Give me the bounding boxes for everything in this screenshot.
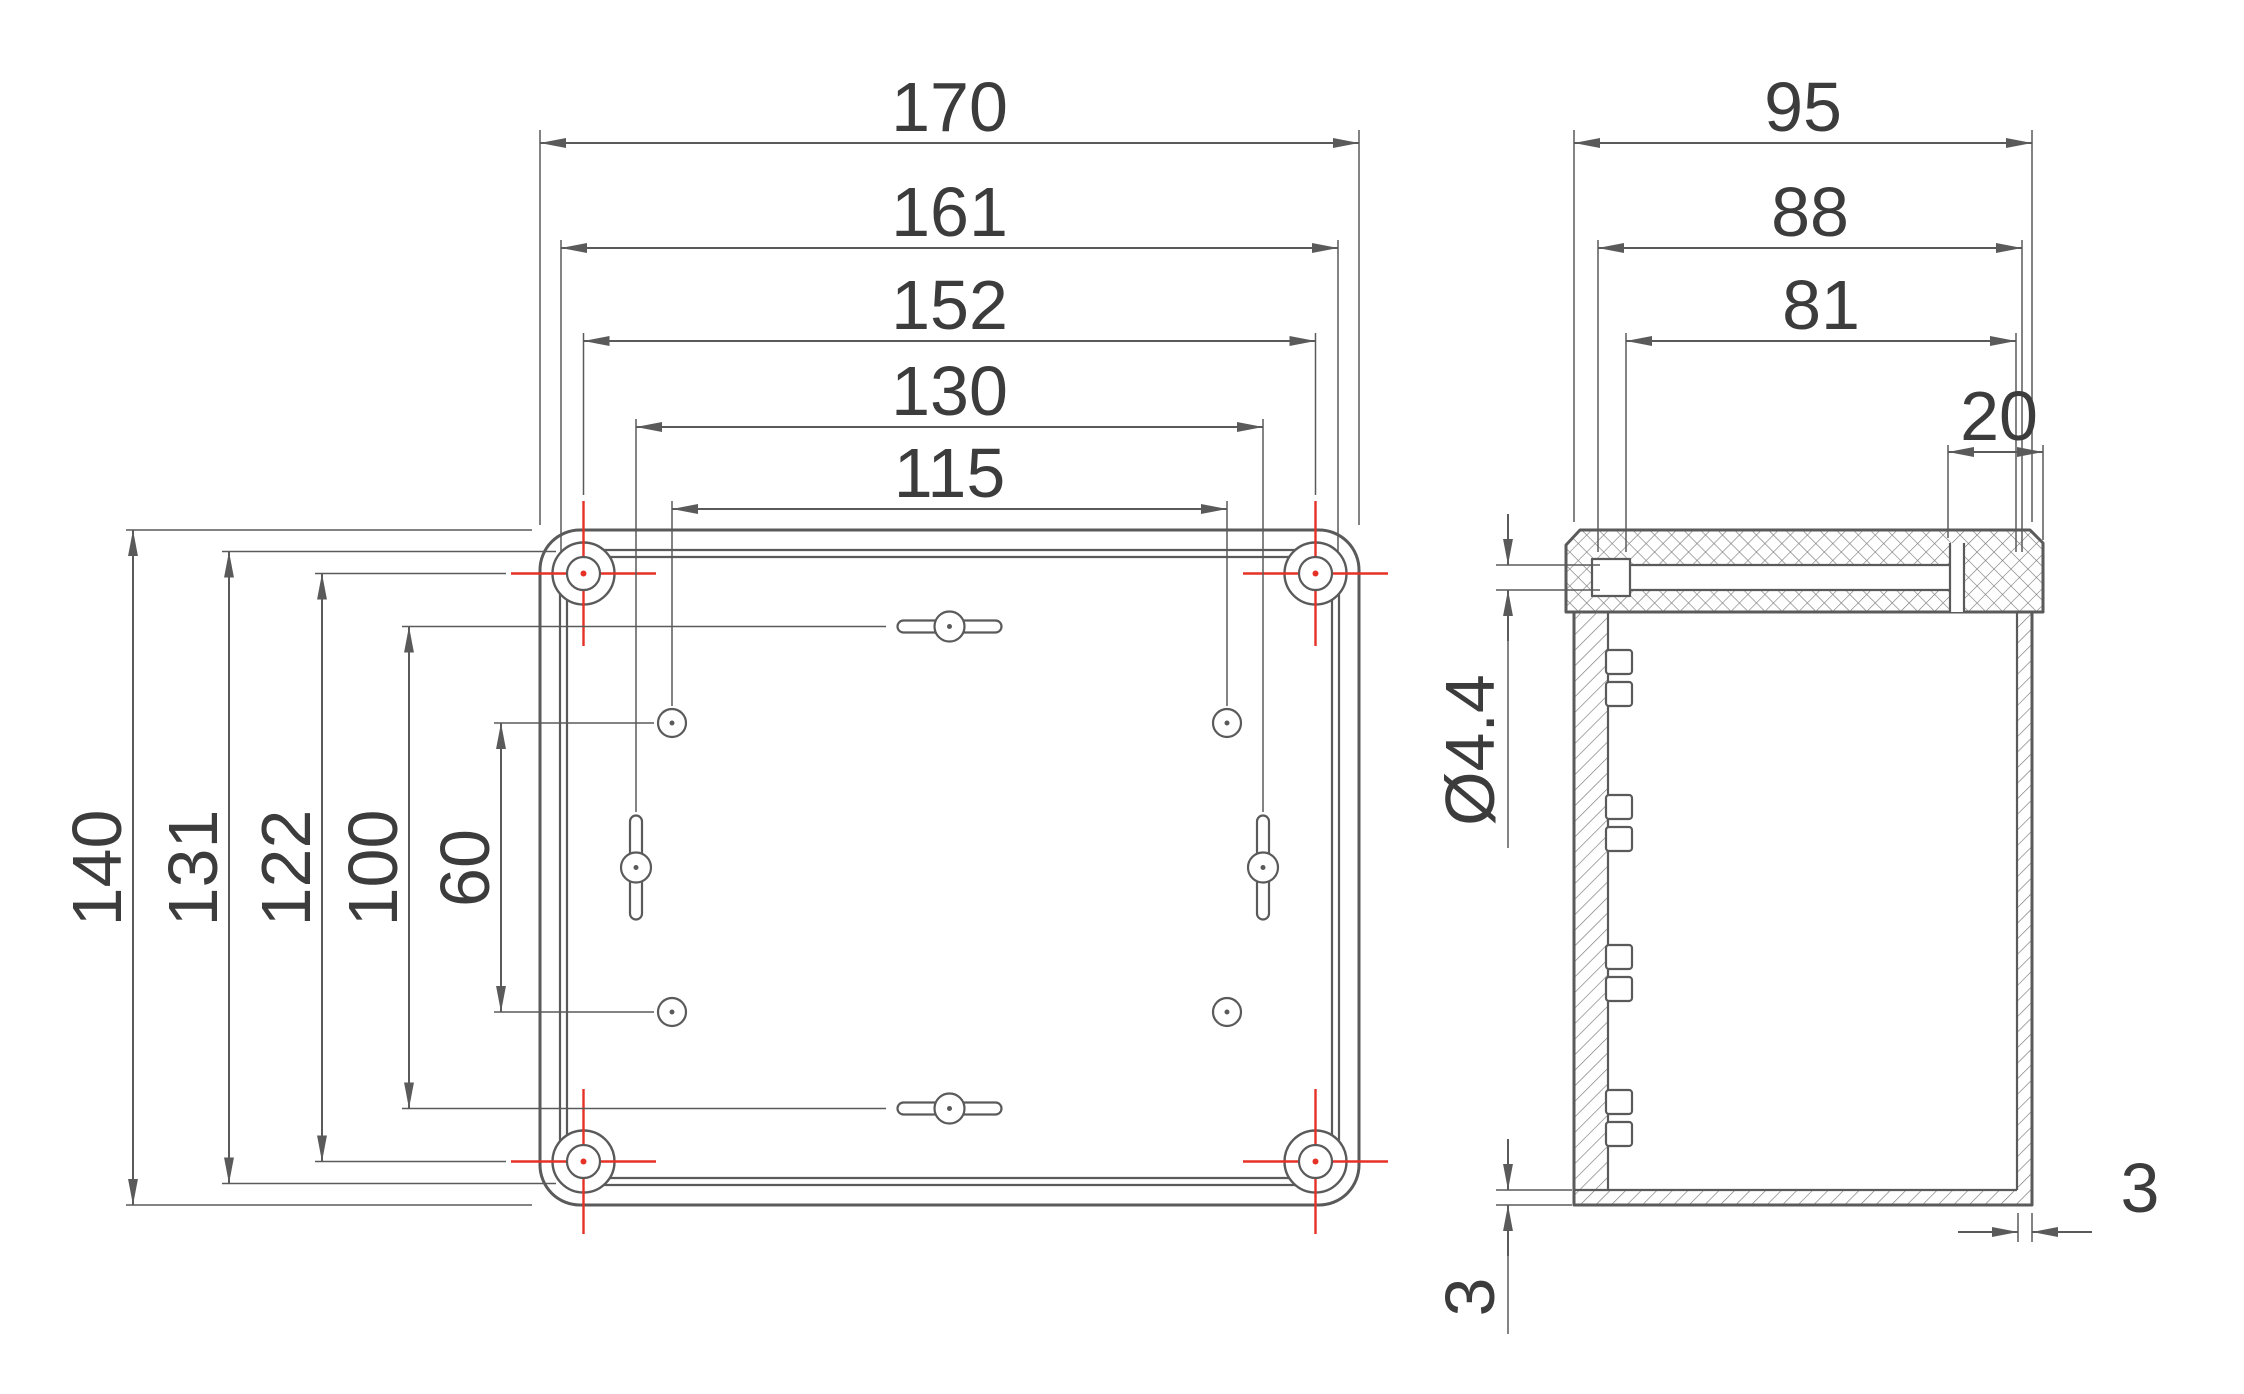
- dimension-60: 60: [426, 722, 654, 1013]
- corner-screw-bottom-right: [1243, 1089, 1388, 1234]
- dim-label-115: 115: [894, 434, 1006, 512]
- mounting-clips: [1604, 648, 1634, 1148]
- pilot-hole-bottom-left: [656, 996, 688, 1028]
- extension-lines: [1496, 1189, 1572, 1206]
- dimension-81: 81: [1625, 266, 2017, 552]
- clip: [1604, 1088, 1634, 1116]
- center-dot: [580, 570, 587, 577]
- pilot-hole-bottom-right: [1211, 996, 1243, 1028]
- hole-center: [633, 865, 639, 870]
- extension-lines: [1625, 333, 2017, 552]
- dim-label-100: 100: [334, 810, 412, 927]
- dim-label-122: 122: [247, 810, 325, 927]
- hole-center: [1224, 1009, 1230, 1015]
- dim-label-wall-thickness: 3: [2121, 1149, 2160, 1227]
- dimension-152: 152: [582, 266, 1317, 495]
- clip: [1604, 943, 1634, 971]
- dim-label-95: 95: [1764, 68, 1842, 146]
- extension-lines: [582, 333, 1317, 495]
- extension-lines: [2017, 1213, 2033, 1242]
- hole-center: [1260, 865, 1266, 870]
- dimension-122: 122: [247, 572, 506, 1163]
- hole-center: [947, 1106, 952, 1111]
- dimension-wall-thickness: 3: [1958, 1149, 2159, 1242]
- slot-hole-bottom-center: [896, 1092, 1003, 1125]
- extension-lines: [315, 572, 506, 1163]
- enclosure-outline: [538, 528, 1361, 1207]
- dimension-20: 20: [1947, 377, 2044, 540]
- dim-label-152: 152: [891, 266, 1008, 344]
- dimension-115: 115: [671, 434, 1228, 706]
- slot-hole-top-center: [896, 610, 1003, 643]
- extension-lines: [560, 240, 1339, 552]
- dim-label-81: 81: [1782, 266, 1860, 344]
- pilot-hole-top-right: [1211, 707, 1243, 739]
- slot-hole-mid-left: [619, 814, 653, 921]
- extension-lines: [671, 501, 1228, 706]
- dim-label-170: 170: [891, 68, 1008, 146]
- body-outline: [1572, 612, 2034, 1207]
- lid-lip-gap-lines: [1948, 543, 1966, 612]
- side-view: 95 88 81 20 Ø4.4: [1431, 68, 2159, 1334]
- corner-screw-top-left: [511, 501, 656, 646]
- clip: [1604, 975, 1634, 1003]
- hole-center: [669, 720, 675, 726]
- hole-center: [947, 624, 952, 629]
- dimension-140: 140: [58, 529, 532, 1206]
- dim-label-140: 140: [58, 810, 136, 927]
- extension-lines: [402, 625, 886, 1110]
- extension-lines: [494, 722, 654, 1013]
- dimension-hole-diameter: Ø4.4: [1431, 514, 1600, 848]
- dim-label-60: 60: [426, 829, 504, 907]
- clip: [1604, 1120, 1634, 1148]
- slot-hole-mid-right: [1246, 814, 1280, 921]
- dimension-130: 130: [635, 352, 1264, 812]
- dim-label-131: 131: [154, 810, 232, 927]
- extension-lines: [635, 419, 1264, 812]
- extension-lines: [222, 550, 556, 1185]
- dimension-base-thickness: 3: [1431, 1139, 1572, 1334]
- clip: [1604, 825, 1634, 853]
- dimension-161: 161: [560, 173, 1339, 552]
- corner-screw-bottom-left: [511, 1089, 656, 1234]
- dim-label-161: 161: [891, 173, 1008, 251]
- center-dot: [1312, 570, 1319, 577]
- extension-lines: [1597, 240, 2023, 552]
- pilot-hole-top-left: [656, 707, 688, 739]
- clip: [1604, 680, 1634, 708]
- front-view: 170 161 152 130 115 140: [58, 68, 1388, 1234]
- hole-center: [1224, 720, 1230, 726]
- extension-lines: [126, 529, 532, 1206]
- right-wall-hatch: [2017, 612, 2032, 1205]
- body-inner-lines: [1574, 612, 2019, 1192]
- lid-inner-contour: [558, 548, 1341, 1187]
- extension-lines: [1496, 564, 1600, 591]
- dimension-100: 100: [334, 625, 886, 1110]
- lid-lip-gap: [1950, 543, 1964, 612]
- hole-center: [669, 1009, 675, 1015]
- dim-label-base-thickness: 3: [1431, 1278, 1509, 1317]
- dim-label-130: 130: [891, 352, 1008, 430]
- lid-seal-contour: [565, 555, 1334, 1180]
- dim-label-20: 20: [1960, 377, 2038, 455]
- clip: [1604, 793, 1634, 821]
- center-dot: [580, 1158, 587, 1165]
- left-wall-hatch: [1574, 612, 1608, 1190]
- dimension-170: 170: [539, 68, 1360, 525]
- center-dot: [1312, 1158, 1319, 1165]
- lid-screw-channel: [1602, 565, 1950, 590]
- dim-label-hole-diameter: Ø4.4: [1431, 674, 1509, 826]
- bottom-wall-hatch: [1574, 1190, 2017, 1205]
- dimension-131: 131: [154, 550, 556, 1185]
- corner-screw-top-right: [1243, 501, 1388, 646]
- dimension-88: 88: [1597, 173, 2023, 552]
- lid-channel-lines: [1602, 563, 1950, 592]
- extension-lines: [539, 130, 1360, 525]
- dim-label-88: 88: [1771, 173, 1849, 251]
- dimension-95: 95: [1573, 68, 2033, 522]
- clip: [1604, 648, 1634, 676]
- extension-lines: [1947, 445, 2044, 540]
